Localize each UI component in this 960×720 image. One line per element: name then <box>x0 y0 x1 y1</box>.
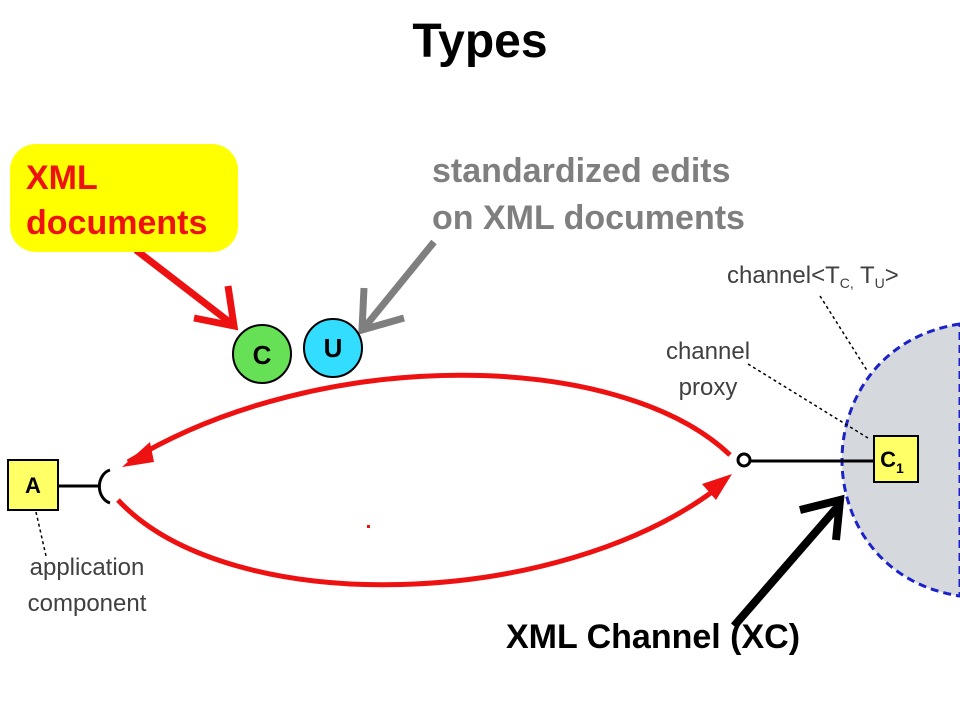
type-u-circle <box>303 318 363 378</box>
type-c-circle <box>232 324 292 384</box>
xml-documents-line2: documents <box>26 204 208 242</box>
channel-type-prefix: channel<T <box>727 262 840 289</box>
standardized-edits-line2: on XML documents <box>432 199 745 237</box>
incoming-arc-arrow <box>116 484 722 588</box>
channel-type-sub-u: U <box>874 275 885 291</box>
channel-proxy-label-main: C <box>880 447 896 472</box>
xml-channel-label: XML Channel (XC) <box>506 618 801 656</box>
application-component-annotation: application component <box>4 550 170 622</box>
channel-type-label: channel<TC, TU> <box>727 262 899 291</box>
xml-documents-arrowhead <box>193 285 239 331</box>
channel-proxy-label-sub: 1 <box>896 460 904 476</box>
standardized-edits-arrow <box>361 239 437 331</box>
type-c-label: C <box>253 340 272 370</box>
application-component-label: A <box>25 473 41 498</box>
standardized-edits-label: standardized edits on XML documents <box>432 148 745 242</box>
xml-documents-line1: XML <box>26 159 98 197</box>
channel-type-suffix: > <box>884 262 899 289</box>
required-interface-socket <box>97 468 111 505</box>
xml-channel-arrowhead <box>799 494 845 541</box>
xml-channel-arrow <box>730 501 844 629</box>
xml-documents-label: XML documents <box>26 156 207 246</box>
application-component-line1: application <box>29 554 145 581</box>
application-component-callout <box>35 511 47 557</box>
provided-interface-ball <box>736 452 752 468</box>
application-component-line2: component <box>27 590 147 617</box>
standardized-edits-line1: standardized edits <box>432 152 731 190</box>
application-component-box <box>7 459 59 511</box>
channel-proxy-annotation: channel proxy <box>648 334 768 406</box>
small-dot <box>367 525 370 528</box>
channel-proxy-line2: proxy <box>678 374 738 401</box>
channel-proxy-line1: channel <box>665 338 751 365</box>
channel-type-sub-c: C, <box>839 275 854 291</box>
channel-proxy-label: C1 <box>880 447 904 476</box>
standardized-edits-arrowhead <box>358 287 405 335</box>
xml-documents-callout <box>10 144 238 252</box>
incoming-arc-arrowhead <box>702 474 732 500</box>
outgoing-arc-arrow <box>126 372 732 465</box>
type-u-label: U <box>324 333 343 363</box>
outgoing-arc-arrowhead <box>122 442 154 467</box>
xml-documents-arrow <box>133 247 235 327</box>
channel-type-mid: T <box>853 262 875 289</box>
channel-type-callout <box>819 295 869 373</box>
channel-proxy-box <box>873 435 919 483</box>
page-title: Types <box>412 15 548 68</box>
